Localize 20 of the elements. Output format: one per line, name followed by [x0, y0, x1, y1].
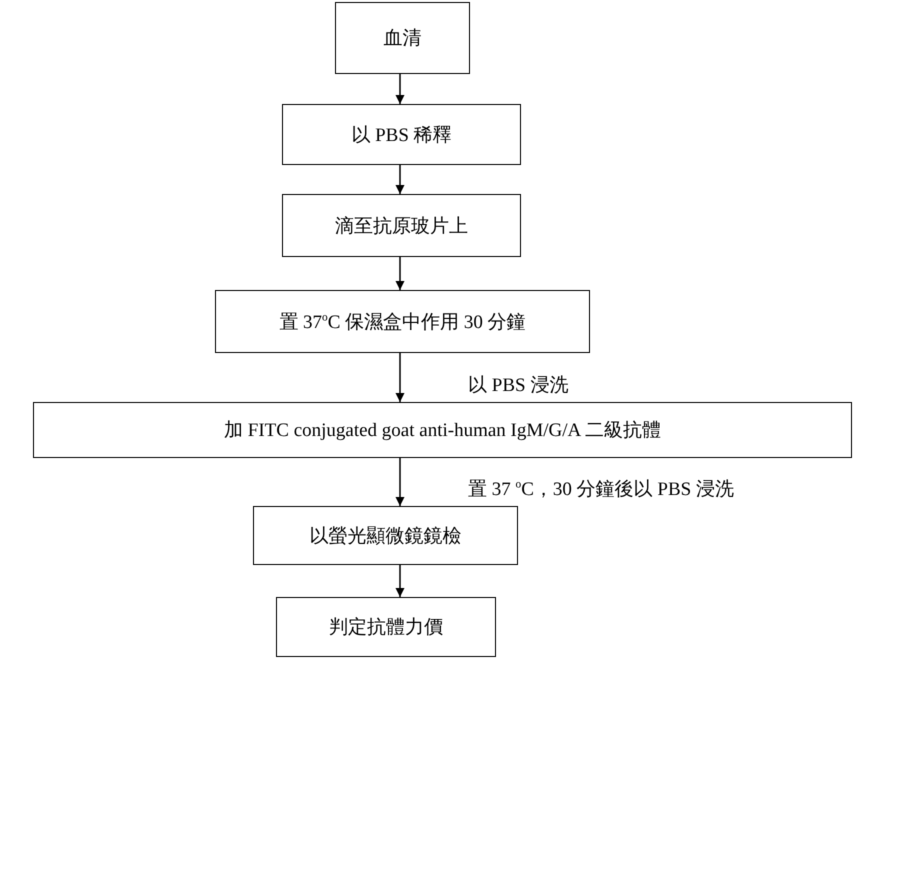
process-box: [253, 506, 518, 565]
process-box: [276, 597, 496, 657]
step-text: 以 PBS 稀釋: [351, 124, 452, 148]
arrow: [396, 74, 404, 104]
arrow: [396, 458, 404, 506]
step-text: 血清: [384, 27, 422, 51]
step-text: 置 37$^{o}$C 保濕盒中作用 30 分鐘: [279, 310, 526, 334]
step-text: 以螢光顯微鏡鏡檢: [310, 524, 462, 548]
arrow: [396, 165, 404, 194]
step-text: 滴至抗原玻片上: [335, 214, 468, 238]
arrow: [396, 257, 404, 290]
arrow: [396, 353, 404, 402]
step-text: 判定抗體力價: [329, 616, 443, 640]
process-box: [33, 402, 852, 458]
arrow: [396, 565, 404, 597]
process-box: [335, 2, 470, 74]
process-box: [282, 194, 521, 257]
step-text: 加 FITC conjugated goat anti-human IgM/G/A 二級抗體: [224, 419, 661, 443]
process-box: [282, 104, 521, 165]
process-box: [215, 290, 590, 353]
